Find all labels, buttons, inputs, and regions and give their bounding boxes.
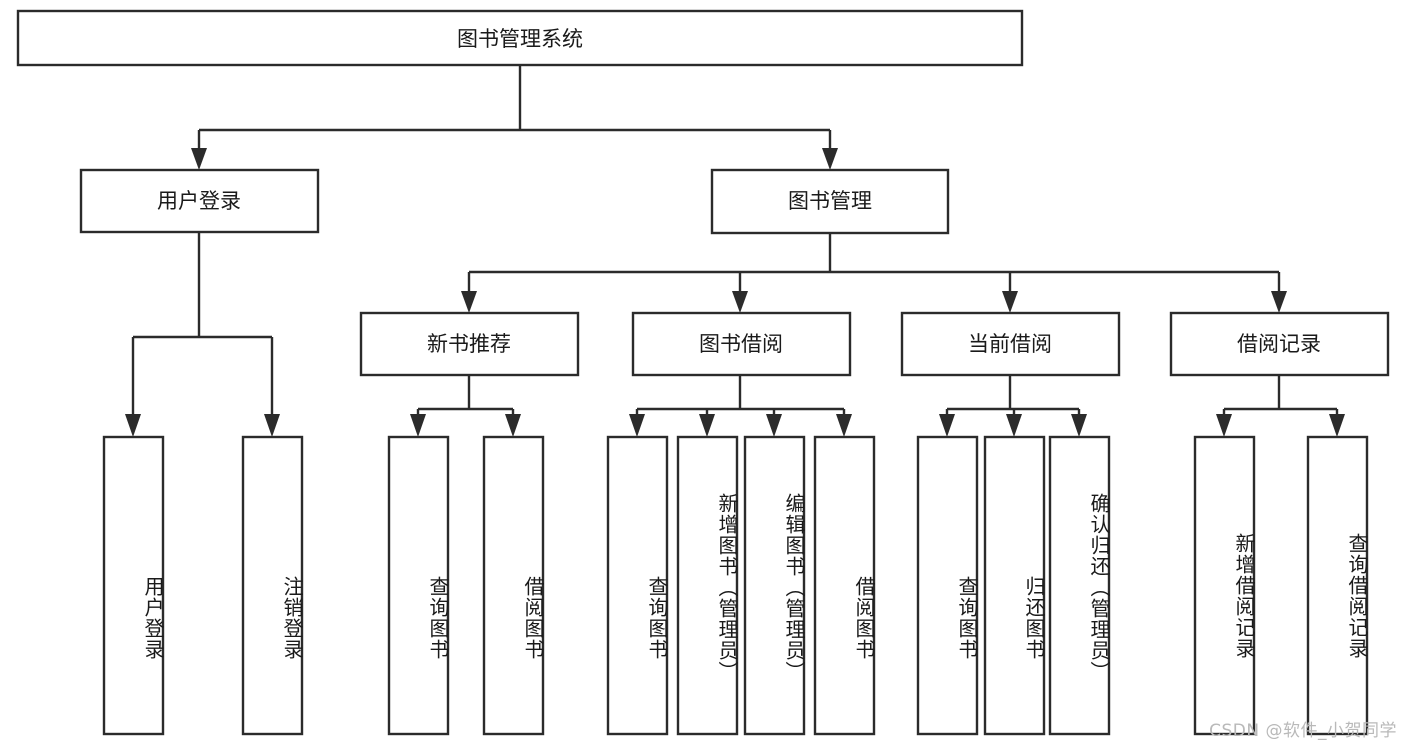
arrow-borrow-leaf-3 xyxy=(766,414,782,437)
leaf-box-current-2[interactable] xyxy=(983,435,1046,736)
node-borrow-record[interactable]: 借阅记录 xyxy=(1169,311,1390,377)
arrow-record-leaf-1 xyxy=(1216,414,1232,437)
book-manage-label: 图书管理 xyxy=(788,189,872,213)
book-borrow-label: 图书借阅 xyxy=(699,332,783,356)
node-root-system[interactable]: 图书管理系统 xyxy=(16,9,1024,67)
arrow-current-leaf-2 xyxy=(1006,414,1022,437)
arrow-to-user-login xyxy=(191,148,207,170)
arrow-current-leaf-3 xyxy=(1071,414,1087,437)
new-book-recommend-label: 新书推荐 xyxy=(427,332,511,356)
leaf-box-current-3[interactable] xyxy=(1048,435,1111,736)
book-borrow-box[interactable] xyxy=(631,311,852,377)
node-book-manage[interactable]: 图书管理 xyxy=(710,168,950,235)
arrow-user-login-leaf-1 xyxy=(125,414,141,437)
current-borrow-box[interactable] xyxy=(900,311,1121,377)
arrow-recommend-leaf-2 xyxy=(505,414,521,437)
arrow-to-borrow-record xyxy=(1271,291,1287,313)
node-book-borrow[interactable]: 图书借阅 xyxy=(631,311,852,377)
borrow-record-box[interactable] xyxy=(1169,311,1390,377)
leaf-box-borrow-3[interactable] xyxy=(743,435,806,736)
node-new-book-recommend[interactable]: 新书推荐 xyxy=(359,311,580,377)
leaf-box-user-login-2[interactable] xyxy=(241,435,304,736)
leaf-box-record-1[interactable] xyxy=(1193,435,1256,736)
arrow-borrow-leaf-4 xyxy=(836,414,852,437)
user-login-box[interactable] xyxy=(79,168,320,234)
node-current-borrow[interactable]: 当前借阅 xyxy=(900,311,1121,377)
arrow-user-login-leaf-2 xyxy=(264,414,280,437)
node-user-login[interactable]: 用户登录 xyxy=(79,168,320,234)
connector-group xyxy=(125,65,1345,437)
arrow-to-new-book-recommend xyxy=(461,291,477,313)
borrow-record-label: 借阅记录 xyxy=(1237,332,1321,356)
new-book-recommend-box[interactable] xyxy=(359,311,580,377)
arrow-to-book-borrow xyxy=(732,291,748,313)
arrow-borrow-leaf-2 xyxy=(699,414,715,437)
leaf-box-current-1[interactable] xyxy=(916,435,979,736)
leaf-box-user-login-1[interactable] xyxy=(102,435,165,736)
csdn-watermark: CSDN @软件_小贺同学 xyxy=(1209,721,1397,741)
arrow-record-leaf-2 xyxy=(1329,414,1345,437)
root-label: 图书管理系统 xyxy=(457,27,583,51)
root-box[interactable] xyxy=(16,9,1024,67)
leaf-box-borrow-2[interactable] xyxy=(676,435,739,736)
leaf-box-recommend-1[interactable] xyxy=(387,435,450,736)
leaf-box-group xyxy=(102,435,1369,736)
arrow-recommend-leaf-1 xyxy=(410,414,426,437)
leaf-box-borrow-1[interactable] xyxy=(606,435,669,736)
arrow-to-current-borrow xyxy=(1002,291,1018,313)
arrow-current-leaf-1 xyxy=(939,414,955,437)
leaf-box-borrow-4[interactable] xyxy=(813,435,876,736)
leaf-box-recommend-2[interactable] xyxy=(482,435,545,736)
leaf-box-record-2[interactable] xyxy=(1306,435,1369,736)
current-borrow-label: 当前借阅 xyxy=(968,332,1052,356)
arrow-to-book-manage xyxy=(822,148,838,170)
user-login-label: 用户登录 xyxy=(157,189,241,213)
book-manage-box[interactable] xyxy=(710,168,950,235)
arrow-borrow-leaf-1 xyxy=(629,414,645,437)
